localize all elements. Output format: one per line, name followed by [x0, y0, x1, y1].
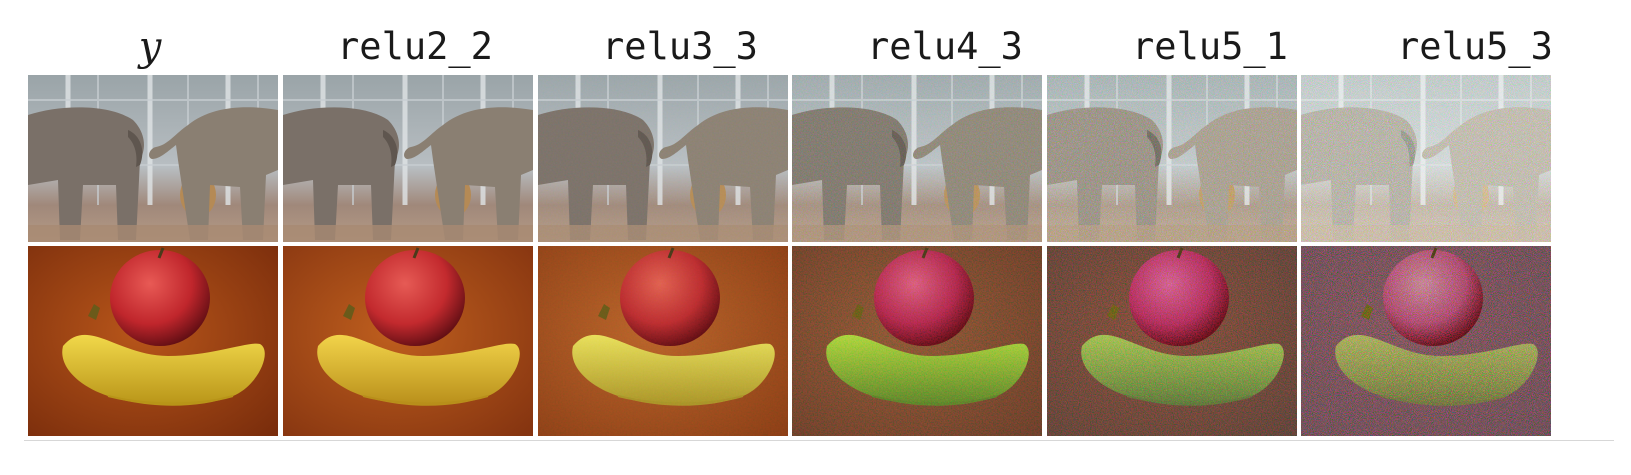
fruit-image-relu2-2	[283, 246, 533, 436]
elephant-image-relu4-3	[792, 75, 1042, 242]
column-label-relu2_2: relu2_2	[337, 25, 493, 68]
elephant-image-relu3-3	[538, 75, 788, 242]
column-label-relu4_3: relu4_3	[867, 25, 1023, 68]
divider-line	[24, 440, 1614, 441]
column-label-relu5_3: relu5_3	[1397, 25, 1553, 68]
column-label-y: y	[138, 24, 162, 70]
elephant-image-relu5-1	[1047, 75, 1297, 242]
fruit-image-relu5-1	[1047, 246, 1297, 436]
elephant-image-y	[28, 75, 278, 242]
column-label-relu3_3: relu3_3	[602, 25, 758, 68]
fruit-image-relu4-3	[792, 246, 1042, 436]
column-label-relu5_1: relu5_1	[1132, 25, 1288, 68]
elephant-image-relu2-2	[283, 75, 533, 242]
fruit-image-y	[28, 246, 278, 436]
fruit-image-relu5-3	[1301, 246, 1551, 436]
elephant-image-relu5-3	[1301, 75, 1551, 242]
fruit-image-relu3-3	[538, 246, 788, 436]
